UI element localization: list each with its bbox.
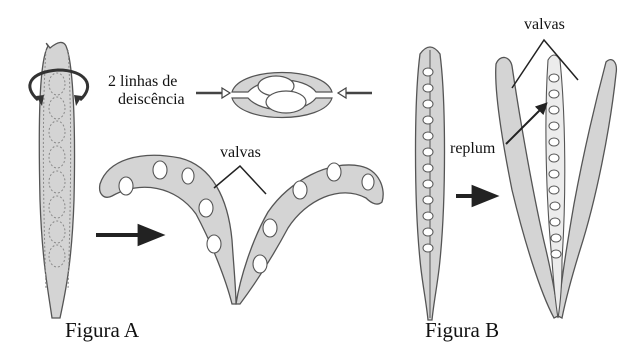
- figure-a-valves-label: valvas: [220, 144, 261, 161]
- figure-a-caption: Figura A: [65, 318, 139, 343]
- figure-a-dehiscence-label-line2: deiscência: [118, 91, 185, 108]
- figure-a-dehiscence-label-line1: 2 linhas de: [108, 73, 177, 90]
- figure-b-open-pod: [496, 55, 617, 318]
- figure-a-cross-section: [196, 73, 372, 118]
- figure-a-open-valves: [100, 155, 384, 304]
- figure-a-closed-pod: [30, 42, 88, 318]
- figure-b-closed-pod: [416, 47, 445, 320]
- figure-b-valves-label: valvas: [524, 16, 565, 33]
- figure-b-valves-pointer: [512, 40, 578, 88]
- figure-b-caption: Figura B: [425, 318, 499, 343]
- figure-a-valves-pointer: [214, 166, 266, 194]
- figure-b-replum-label: replum: [450, 140, 495, 157]
